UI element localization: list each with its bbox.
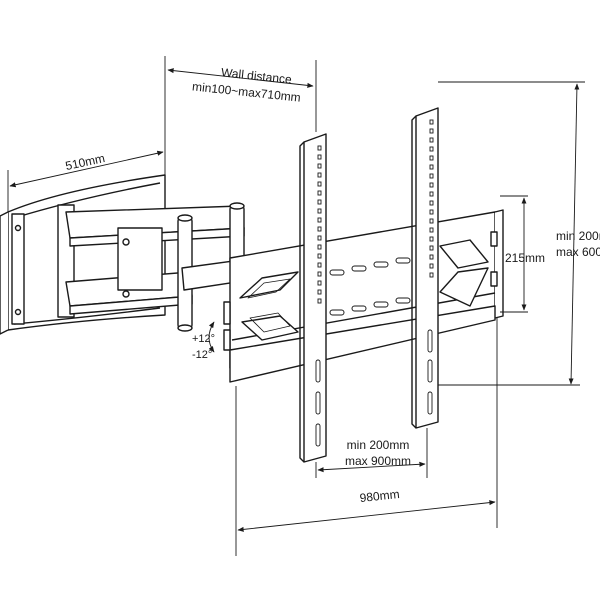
strap-slot (315, 359, 321, 383)
strap-hole (317, 289, 322, 295)
strap-hole (429, 119, 434, 125)
articulating-arm (57, 202, 303, 332)
strap-slot (427, 329, 433, 353)
horizontal-span-max-label: max 900mm (345, 454, 411, 468)
strap-hole (317, 262, 322, 268)
strap-slot (427, 359, 433, 383)
bracket-height-label: 215mm (505, 251, 545, 265)
strap-hole (317, 181, 322, 187)
strap-hole (317, 145, 322, 151)
strap-hole (317, 298, 322, 304)
strap-hole (429, 182, 434, 188)
strap-slot (315, 423, 321, 447)
strap-slot (427, 391, 433, 415)
strap-hole (429, 254, 434, 260)
strap-hole (317, 154, 322, 160)
strap-hole (429, 218, 434, 224)
strap-hole (317, 217, 322, 223)
tv-bracket (223, 209, 504, 383)
horizontal-span-min-label: min 200mm (347, 438, 410, 452)
strap-hole (429, 263, 434, 269)
strap-hole (429, 146, 434, 152)
strap-hole (317, 163, 322, 169)
strap-hole (317, 190, 322, 196)
strap-hole (317, 226, 322, 232)
strap-hole (317, 208, 322, 214)
strap-hole (429, 209, 434, 215)
vertical-span-max-label: max 600mm (556, 245, 600, 259)
strap-hole (317, 235, 322, 241)
strap-hole (429, 227, 434, 233)
strap-slot (315, 391, 321, 415)
arm-length-label: 510mm (64, 151, 106, 173)
strap-hole (429, 191, 434, 197)
vertical-strap-right (411, 107, 439, 429)
strap-hole (429, 155, 434, 161)
strap-hole (429, 245, 434, 251)
strap-hole (317, 271, 322, 277)
strap-hole (317, 172, 322, 178)
strap-hole (317, 280, 322, 286)
tilt-up-label: +12° (192, 333, 215, 345)
strap-hole (429, 173, 434, 179)
total-width-label: 980mm (359, 487, 400, 505)
strap-hole (429, 128, 434, 134)
vertical-span-min-label: min 200mm (556, 229, 600, 243)
tilt-down-label: -12° (192, 349, 212, 361)
strap-hole (429, 164, 434, 170)
strap-hole (317, 244, 322, 250)
strap-hole (317, 199, 322, 205)
strap-hole (429, 137, 434, 143)
strap-hole (429, 200, 434, 206)
dimension-lines (7, 56, 585, 556)
strap-hole (317, 253, 322, 259)
strap-hole (429, 236, 434, 242)
vertical-strap-left (299, 133, 327, 463)
strap-hole (429, 272, 434, 278)
strap-holes (315, 119, 434, 447)
